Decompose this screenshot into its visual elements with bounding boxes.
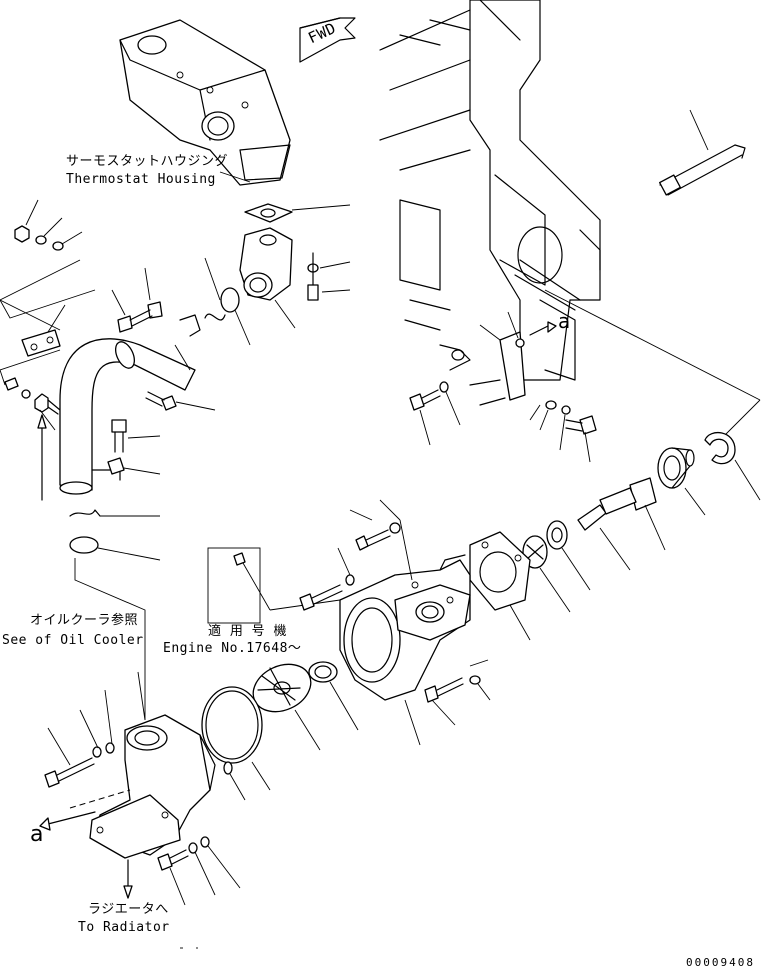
clip-elbow (204, 313, 226, 321)
bolt-bracket-right (565, 415, 597, 435)
o-ring-small (223, 761, 233, 775)
engine-no-label-jp: 適 用 号 機 (208, 624, 287, 639)
bolt-pipe-low (111, 419, 127, 453)
o-ring-large (201, 686, 263, 764)
clamp-pipe-low (107, 457, 125, 475)
engine-block (379, 0, 601, 381)
pump-gasket (469, 531, 531, 611)
fwd-arrow-icon (299, 17, 356, 63)
bracket-right (439, 331, 526, 406)
clip-left (69, 509, 101, 517)
water-inlet-connector (69, 714, 216, 859)
snap-ring (704, 431, 736, 465)
radiator-label-jp: ラジエータへ (88, 902, 169, 917)
thermostat-housing-label-jp: サーモスタットハウジング (66, 154, 229, 169)
oil-cooler-label-en: See of Oil Cooler (2, 633, 144, 648)
nut-top-left (14, 225, 30, 243)
bolt-pump-upper (355, 529, 391, 551)
bolt-pipe-mid (145, 391, 177, 411)
drawing-number: 00009408 (686, 956, 755, 969)
seal-unit (308, 661, 338, 683)
bolt-lower-left (34, 393, 61, 415)
bolt-inlet-lower (157, 849, 189, 871)
radiator-label-en: To Radiator (78, 920, 170, 935)
reference-mark-a-block: a (558, 309, 571, 333)
bolt-pump-mid (299, 584, 343, 611)
thermostat-housing (119, 19, 291, 186)
seal (546, 520, 568, 550)
water-pipe (59, 314, 201, 495)
pump-body (339, 554, 471, 701)
thermostat-housing-label-en: Thermostat Housing (66, 172, 216, 187)
engine-no-box (207, 547, 341, 624)
bracket-left (21, 329, 61, 357)
bolt-pipe-top (117, 309, 153, 333)
washer-bracket (515, 338, 525, 348)
clamp-pipe (147, 301, 163, 319)
thermostat-gasket (244, 203, 293, 223)
bolt-bracket-left (409, 389, 441, 411)
reference-mark-a-inlet: a (30, 822, 44, 847)
shaft (577, 477, 657, 531)
water-outlet-elbow (239, 227, 293, 301)
bolt-pump-lower (424, 677, 464, 703)
washer-top-left (35, 235, 47, 245)
bolt-elbow (307, 252, 319, 301)
bolt-inlet-upper (44, 757, 95, 788)
washer-top-left-2 (52, 241, 64, 251)
bearing-large (657, 447, 695, 489)
oil-cooler-label-jp: オイルクーラ参照 (30, 613, 139, 628)
o-ring-elbow (220, 287, 240, 313)
drive-shaft (659, 109, 746, 196)
plug-left (69, 536, 99, 554)
engine-no-label-en: Engine No.17648～ (163, 641, 302, 656)
